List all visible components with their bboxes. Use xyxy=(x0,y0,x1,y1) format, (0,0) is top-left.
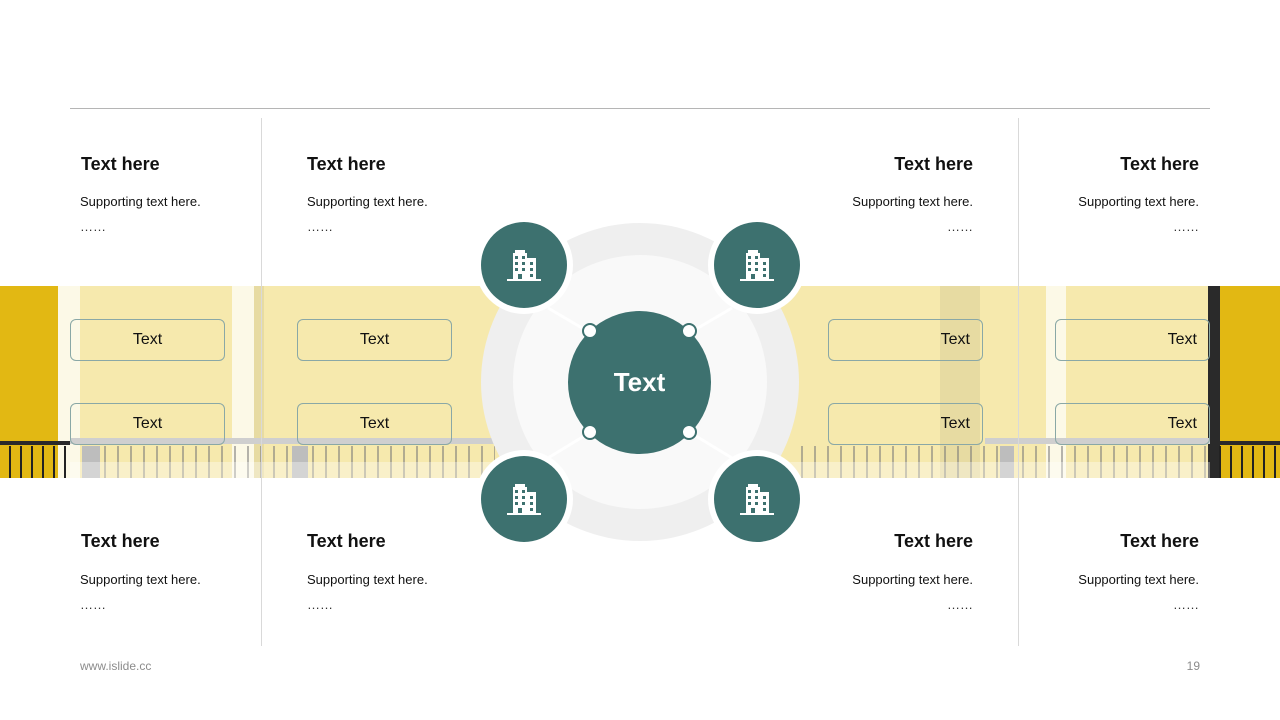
text-box[interactable]: Text xyxy=(1055,403,1210,445)
block-ellipsis: …… xyxy=(1173,597,1199,612)
block-support-text: Supporting text here. xyxy=(307,194,428,209)
page-number: 19 xyxy=(1186,659,1200,673)
top-divider xyxy=(70,108,1210,109)
block-support-text: Supporting text here. xyxy=(852,572,973,587)
block-ellipsis: …… xyxy=(1173,219,1199,234)
block-support-text: Supporting text here. xyxy=(1078,194,1199,209)
block-support-text: Supporting text here. xyxy=(80,572,201,587)
building-icon[interactable] xyxy=(481,456,567,542)
block-support-text: Supporting text here. xyxy=(80,194,201,209)
text-box[interactable]: Text xyxy=(297,403,452,445)
block-title: Text here xyxy=(307,531,386,551)
block-ellipsis: …… xyxy=(307,219,333,234)
building-icon[interactable] xyxy=(714,222,800,308)
footer-url[interactable]: www.islide.cc xyxy=(80,659,152,673)
block-support-text: Supporting text here. xyxy=(307,572,428,587)
text-box[interactable]: Text xyxy=(828,319,983,361)
block-ellipsis: …… xyxy=(307,597,333,612)
connector-dot xyxy=(681,424,697,440)
block-ellipsis: …… xyxy=(947,597,973,612)
block-title: Text here xyxy=(1120,531,1199,551)
text-box[interactable]: Text xyxy=(1055,319,1210,361)
building-icon[interactable] xyxy=(481,222,567,308)
block-ellipsis: …… xyxy=(947,219,973,234)
connector-dot xyxy=(681,323,697,339)
text-box[interactable]: Text xyxy=(297,319,452,361)
block-support-text: Supporting text here. xyxy=(852,194,973,209)
column-divider xyxy=(1018,118,1019,646)
block-title: Text here xyxy=(894,531,973,551)
block-support-text: Supporting text here. xyxy=(1078,572,1199,587)
connector-dot xyxy=(582,323,598,339)
text-box[interactable]: Text xyxy=(828,403,983,445)
building-icon[interactable] xyxy=(714,456,800,542)
text-box[interactable]: Text xyxy=(70,319,225,361)
connector-dot xyxy=(582,424,598,440)
block-ellipsis: …… xyxy=(80,597,106,612)
block-title: Text here xyxy=(1120,154,1199,174)
block-title: Text here xyxy=(81,154,160,174)
block-title: Text here xyxy=(81,531,160,551)
column-divider xyxy=(261,118,262,646)
block-ellipsis: …… xyxy=(80,219,106,234)
text-box[interactable]: Text xyxy=(70,403,225,445)
block-title: Text here xyxy=(307,154,386,174)
block-title: Text here xyxy=(894,154,973,174)
